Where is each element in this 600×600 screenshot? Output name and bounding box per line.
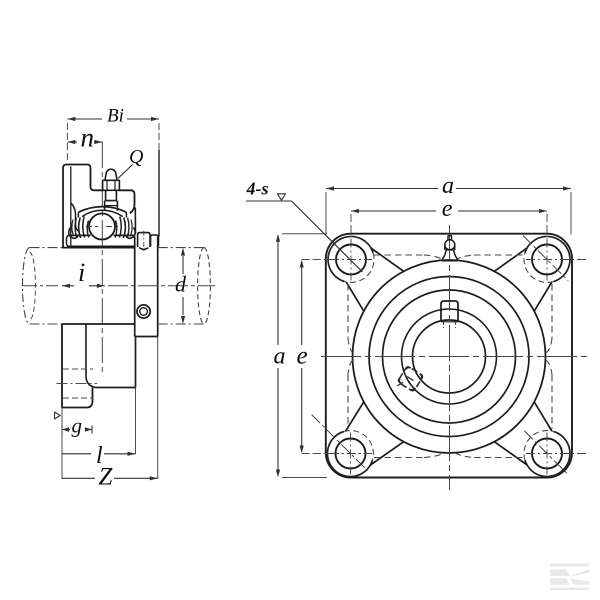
svg-text:i: i [78, 258, 85, 287]
svg-text:g: g [72, 414, 83, 438]
svg-text:Q: Q [129, 146, 144, 168]
svg-text:a: a [274, 343, 286, 369]
svg-text:d: d [175, 272, 187, 297]
svg-text:a: a [442, 173, 454, 199]
svg-text:n: n [81, 123, 95, 153]
svg-text:Z: Z [99, 463, 114, 490]
svg-text:e: e [297, 342, 308, 369]
svg-text:4-s: 4-s [246, 179, 269, 199]
svg-text:e: e [442, 196, 453, 222]
svg-text:Bi: Bi [107, 106, 124, 127]
svg-text:l: l [96, 443, 103, 469]
